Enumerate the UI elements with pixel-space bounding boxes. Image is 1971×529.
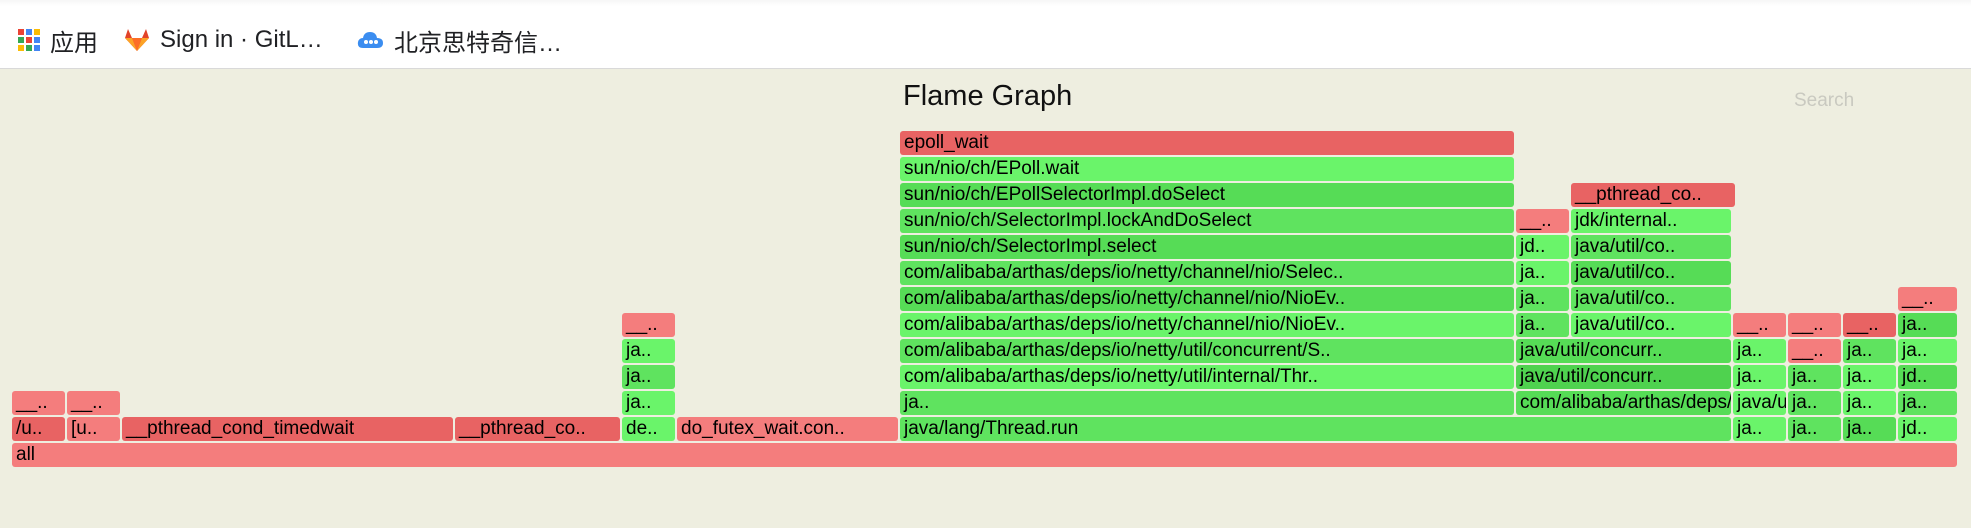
- flame-frame[interactable]: ja..: [1843, 339, 1896, 363]
- flame-frame[interactable]: do_futex_wait.con..: [677, 417, 898, 441]
- flame-frame[interactable]: ja..: [1733, 339, 1786, 363]
- flame-frame[interactable]: __..: [622, 313, 675, 337]
- flame-frame[interactable]: sun/nio/ch/SelectorImpl.select: [900, 235, 1514, 259]
- flame-frame[interactable]: com/alibaba/arthas/deps/io/netty/channel…: [900, 313, 1514, 337]
- flame-frame[interactable]: ja..: [1788, 417, 1841, 441]
- flame-frame[interactable]: jd..: [1898, 417, 1957, 441]
- flame-frame[interactable]: java/util/co..: [1571, 287, 1731, 311]
- flame-frame[interactable]: java/util/concurr..: [1733, 391, 1786, 415]
- flame-frame[interactable]: __..: [12, 391, 65, 415]
- flame-frame[interactable]: java/lang/Thread.run: [900, 417, 1731, 441]
- flame-frame[interactable]: ja..: [1733, 365, 1786, 389]
- flame-frame[interactable]: java/util/concurr..: [1516, 339, 1731, 363]
- flame-frame[interactable]: ja..: [1843, 417, 1896, 441]
- flame-frame[interactable]: com/alibaba/arthas/deps/io/netty/util/co…: [1516, 391, 1731, 415]
- flame-frame[interactable]: com/alibaba/arthas/deps/io/netty/channel…: [900, 287, 1514, 311]
- search-button[interactable]: Search: [1794, 90, 1855, 111]
- flame-frame[interactable]: java/util/co..: [1571, 235, 1731, 259]
- flame-graph-title: Flame Graph: [903, 80, 1073, 112]
- flame-frame[interactable]: __..: [1898, 287, 1957, 311]
- bookmark-gitlab[interactable]: Sign in · GitL…: [124, 24, 323, 56]
- flame-frame[interactable]: com/alibaba/arthas/deps/io/netty/channel…: [900, 261, 1514, 285]
- flame-frame[interactable]: com/alibaba/arthas/deps/io/netty/util/co…: [900, 339, 1514, 363]
- flame-frame[interactable]: [u..: [67, 417, 120, 441]
- flame-frame[interactable]: /u..: [12, 417, 65, 441]
- flame-frame[interactable]: __..: [1843, 313, 1896, 337]
- flame-frame[interactable]: __..: [1788, 313, 1841, 337]
- flame-frame[interactable]: __..: [1733, 313, 1786, 337]
- flame-frame[interactable]: __pthread_co..: [1571, 183, 1735, 207]
- flame-frame[interactable]: ja..: [1898, 391, 1957, 415]
- flame-frame[interactable]: all: [12, 443, 1957, 467]
- bookmark-gitlab-label: Sign in · GitL…: [160, 26, 323, 53]
- bookmark-cloud-label: 北京思特奇信…: [394, 29, 562, 57]
- bookmarks-bar: 应用 Sign in · GitL… 北京思特奇信…: [0, 0, 1971, 69]
- flame-frame[interactable]: ja..: [622, 339, 675, 363]
- flame-frame[interactable]: ja..: [1898, 313, 1957, 337]
- flame-frame[interactable]: __pthread_co..: [455, 417, 620, 441]
- flame-frame[interactable]: ja..: [1516, 261, 1569, 285]
- cloud-icon: [357, 32, 383, 48]
- flame-frame[interactable]: sun/nio/ch/EPollSelectorImpl.doSelect: [900, 183, 1514, 207]
- flame-frame[interactable]: jd..: [1516, 235, 1569, 259]
- flame-frame[interactable]: ja..: [1843, 365, 1896, 389]
- flame-frame[interactable]: ja..: [1788, 365, 1841, 389]
- flame-frame[interactable]: __..: [1516, 209, 1569, 233]
- flame-frame[interactable]: java/util/concurr..: [1516, 365, 1731, 389]
- flame-frame[interactable]: ja..: [1788, 391, 1841, 415]
- flame-frame[interactable]: epoll_wait: [900, 131, 1514, 155]
- flame-frame[interactable]: ja..: [1843, 391, 1896, 415]
- bookmark-apps-label: 应用: [50, 29, 98, 57]
- flame-frame[interactable]: java/util/co..: [1571, 261, 1731, 285]
- flame-frame[interactable]: sun/nio/ch/EPoll.wait: [900, 157, 1514, 181]
- flame-frame[interactable]: de..: [622, 417, 675, 441]
- flame-frame[interactable]: java/util/co..: [1571, 313, 1731, 337]
- flame-frame[interactable]: ja..: [622, 391, 675, 415]
- flame-frame[interactable]: __pthread_cond_timedwait: [122, 417, 453, 441]
- flame-frame[interactable]: ja..: [1898, 339, 1957, 363]
- address-bar-edge: [0, 0, 1971, 6]
- flame-frame[interactable]: ja..: [622, 365, 675, 389]
- flame-frame[interactable]: __..: [67, 391, 120, 415]
- gitlab-icon: [125, 29, 149, 51]
- flame-frame[interactable]: ja..: [1733, 417, 1786, 441]
- flame-frame[interactable]: ja..: [1516, 313, 1569, 337]
- apps-grid-icon: [18, 29, 40, 51]
- bookmark-apps[interactable]: 应用: [18, 24, 98, 57]
- bookmark-cloud[interactable]: 北京思特奇信…: [356, 24, 562, 57]
- flame-frame[interactable]: com/alibaba/arthas/deps/io/netty/util/in…: [900, 365, 1514, 389]
- flame-frame[interactable]: jdk/internal..: [1571, 209, 1731, 233]
- flame-frame[interactable]: __..: [1788, 339, 1841, 363]
- flame-frame[interactable]: jd..: [1898, 365, 1957, 389]
- flame-frame[interactable]: ja..: [1516, 287, 1569, 311]
- flame-frame[interactable]: sun/nio/ch/SelectorImpl.lockAndDoSelect: [900, 209, 1514, 233]
- flame-frame[interactable]: ja..: [900, 391, 1514, 415]
